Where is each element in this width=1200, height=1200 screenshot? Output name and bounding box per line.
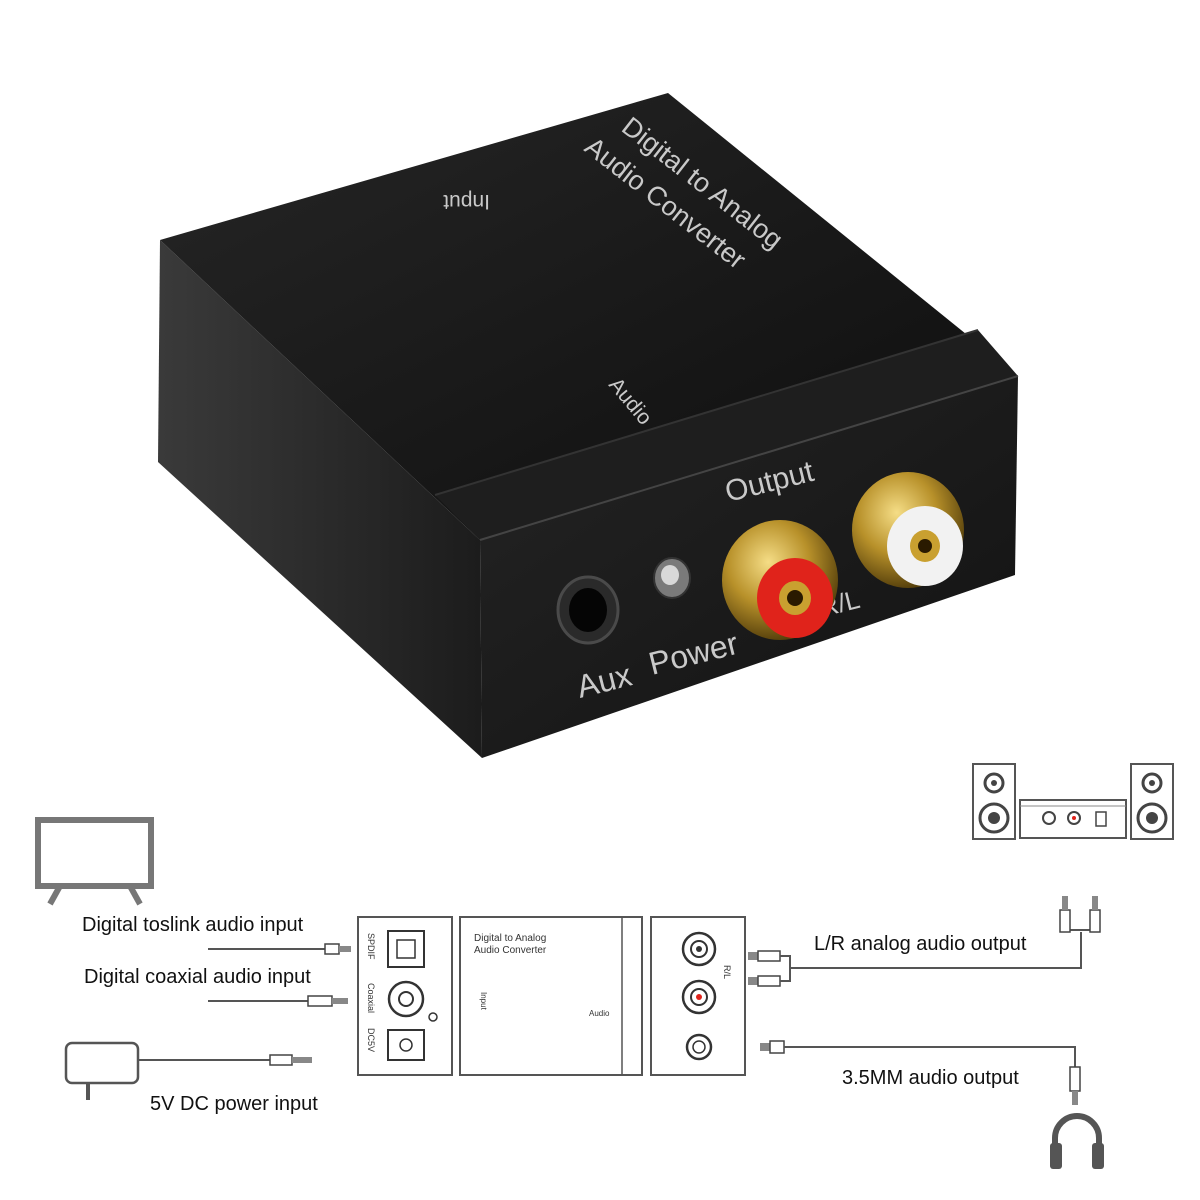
top-input-label: Input	[443, 190, 490, 213]
aux-output-label: 3.5MM audio output	[842, 1067, 1019, 1089]
tv-icon	[35, 817, 154, 906]
power-adapter-icon	[64, 1041, 312, 1100]
output-panel: R/L	[650, 916, 746, 1076]
lr-output-label: L/R analog audio output	[814, 933, 1027, 955]
aux-cable	[760, 1040, 1081, 1105]
panel-rl-label: R/L	[722, 965, 732, 979]
rca-cable	[748, 896, 1101, 987]
converter-top-view: Digital to Analog Audio Converter Input …	[459, 916, 643, 1076]
panel-coaxial-label: Coaxial	[366, 983, 376, 1013]
coaxial-label: Digital coaxial audio input	[84, 966, 311, 988]
box-title-line1: Digital to Analog	[474, 933, 546, 944]
device-3d: Digital to Analog Audio Converter Input …	[158, 93, 1019, 758]
power-jack	[653, 557, 691, 599]
coaxial-cable	[208, 995, 348, 1007]
toslink-cable	[208, 943, 351, 955]
aux-jack	[556, 575, 620, 645]
input-panel: SPDIF Coaxial DC5V	[357, 916, 453, 1076]
dc-label: 5V DC power input	[150, 1093, 318, 1115]
rca-white-jack	[852, 472, 964, 588]
device-left-face	[158, 240, 482, 758]
panel-dc-label: DC5V	[366, 1028, 376, 1052]
speaker-system-icon	[972, 763, 1174, 840]
headphones-icon	[1050, 1113, 1104, 1169]
box-title-line2: Audio Converter	[474, 945, 547, 956]
box-input-label: Input	[479, 992, 488, 1011]
toslink-label: Digital toslink audio input	[82, 914, 304, 936]
rca-red-jack	[722, 520, 838, 640]
panel-spdif-label: SPDIF	[366, 933, 376, 960]
box-audio-label: Audio	[589, 1009, 610, 1018]
device-top-stripe	[435, 330, 1018, 540]
